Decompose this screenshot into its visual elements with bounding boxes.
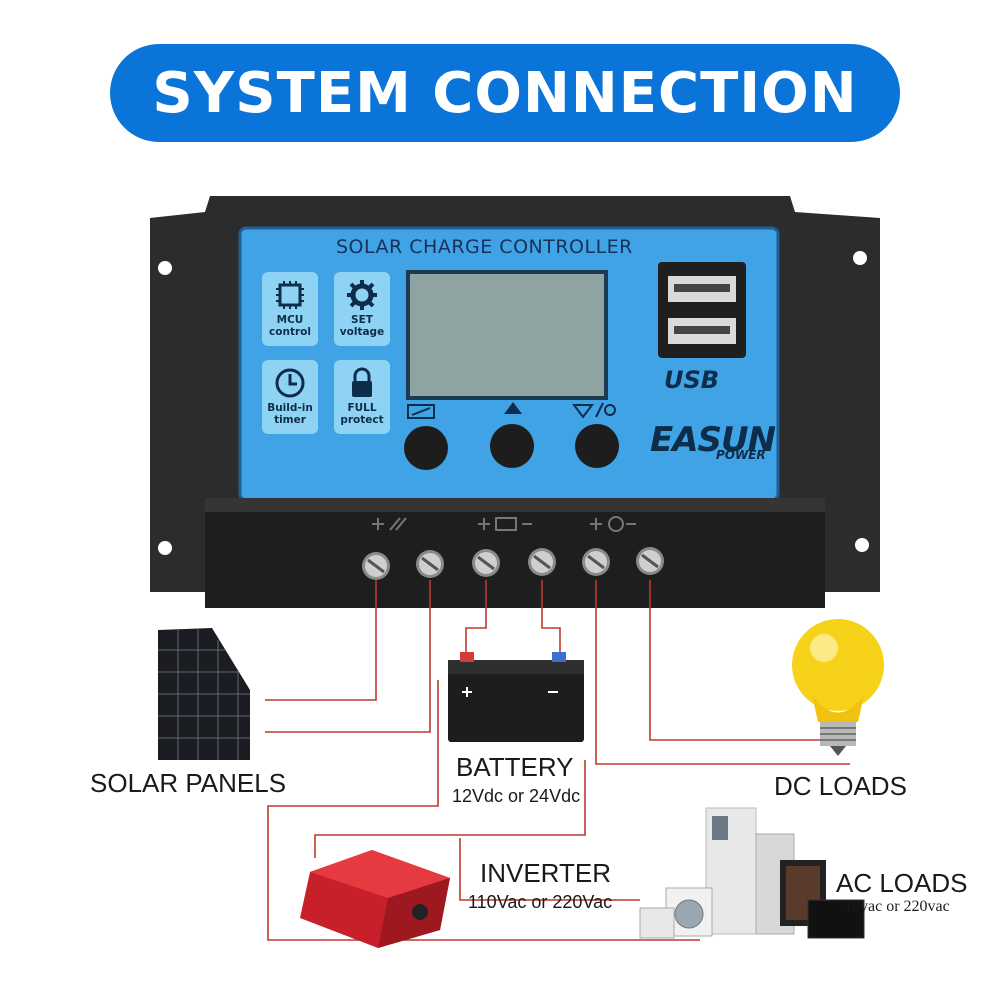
menu-button — [404, 426, 448, 470]
mount-hole-right-bottom — [855, 538, 869, 552]
gear-icon — [347, 280, 377, 310]
dc-loads-label: DC LOADS — [774, 771, 907, 801]
battery-label: BATTERY — [456, 752, 574, 782]
wire-battery-positive — [465, 580, 487, 656]
ac-loads-label: AC LOADS — [836, 868, 968, 898]
feature-label-2: timer — [274, 414, 306, 426]
terminal-block — [205, 498, 825, 608]
usb-label: USB — [664, 366, 720, 394]
down-button — [575, 424, 619, 468]
chip-icon — [276, 281, 304, 309]
page-title: SYSTEM CONNECTION — [152, 60, 858, 126]
inverter-spec: 110Vac or 220Vac — [468, 892, 613, 912]
ac-appliances-image — [639, 807, 865, 939]
inverter-label: INVERTER — [480, 858, 611, 888]
wire-inverter-negative — [314, 760, 586, 858]
feature-label-1: Build-in — [267, 402, 313, 414]
title-banner: SYSTEM CONNECTION — [110, 44, 900, 142]
terminal-symbols — [372, 516, 636, 532]
battery-spec: 12Vdc or 24Vdc — [452, 786, 581, 806]
lcd-display — [406, 270, 608, 400]
feature-label-2: voltage — [339, 326, 385, 338]
feature-label-2: control — [269, 326, 311, 338]
wire-solar-positive — [265, 580, 377, 701]
usb-ports — [658, 262, 746, 358]
up-button — [490, 424, 534, 468]
wire-inverter-positive — [267, 680, 700, 941]
light-bulb-image — [792, 619, 884, 756]
wire-inverter-line — [459, 838, 640, 901]
feature-label-2: protect — [340, 414, 384, 426]
wire-battery-negative — [541, 580, 561, 656]
solar-panels-label: SOLAR PANELS — [90, 768, 287, 798]
wires — [265, 580, 850, 941]
up-button-symbol — [504, 402, 522, 414]
lock-icon — [352, 367, 372, 397]
terminal-screws — [362, 547, 664, 580]
wire-dcload-negative — [649, 580, 830, 741]
feature-label-1: SET — [351, 314, 373, 326]
solar-panel-image — [158, 628, 250, 760]
ac-loads-spec: 10vac or 220vac — [844, 898, 950, 915]
brand-sub: POWER — [716, 448, 766, 462]
mount-hole-right — [853, 251, 867, 265]
panel-title: SOLAR CHARGE CONTROLLER — [336, 236, 633, 258]
inverter-image — [300, 850, 450, 948]
mount-hole-left — [158, 261, 172, 275]
feature-label-1: MCU — [276, 314, 304, 326]
wire-dcload-positive — [595, 580, 850, 765]
feature-label-1: FULL — [347, 402, 377, 414]
brand-logo: EASUN — [650, 420, 776, 460]
menu-button-symbol — [407, 404, 435, 419]
wire-solar-negative — [265, 580, 431, 733]
mount-hole-left-bottom — [158, 541, 172, 555]
down-button-symbol — [572, 402, 616, 419]
clock-icon — [275, 368, 305, 398]
battery-image — [448, 652, 584, 742]
